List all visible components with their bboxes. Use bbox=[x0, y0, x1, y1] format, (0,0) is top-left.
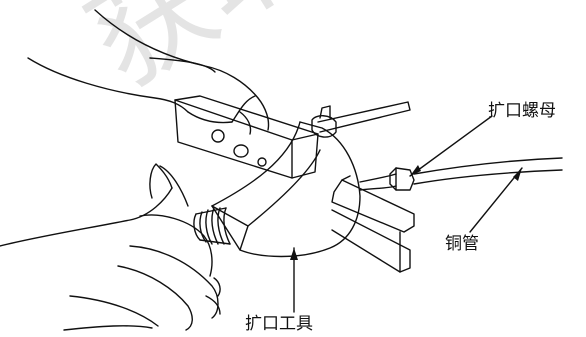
label-flaring-tool: 扩口工具 bbox=[245, 314, 313, 334]
die-bar bbox=[174, 95, 319, 179]
lower-hand bbox=[0, 163, 221, 331]
label-copper-pipe: 铜管 bbox=[445, 234, 479, 254]
tool-handle bbox=[311, 101, 411, 138]
label-flare-nut: 扩口螺母 bbox=[488, 101, 556, 121]
arrow-copper-pipe bbox=[513, 168, 522, 181]
feed-screw bbox=[193, 207, 231, 245]
upper-hand bbox=[27, 9, 270, 135]
arrow-flaring-tool bbox=[290, 248, 298, 260]
leader-lines bbox=[293, 115, 523, 313]
clamp-jaws bbox=[331, 175, 415, 273]
arrow-flare-nut bbox=[410, 165, 421, 176]
copper-pipe bbox=[359, 157, 563, 191]
tool-body bbox=[211, 121, 361, 258]
